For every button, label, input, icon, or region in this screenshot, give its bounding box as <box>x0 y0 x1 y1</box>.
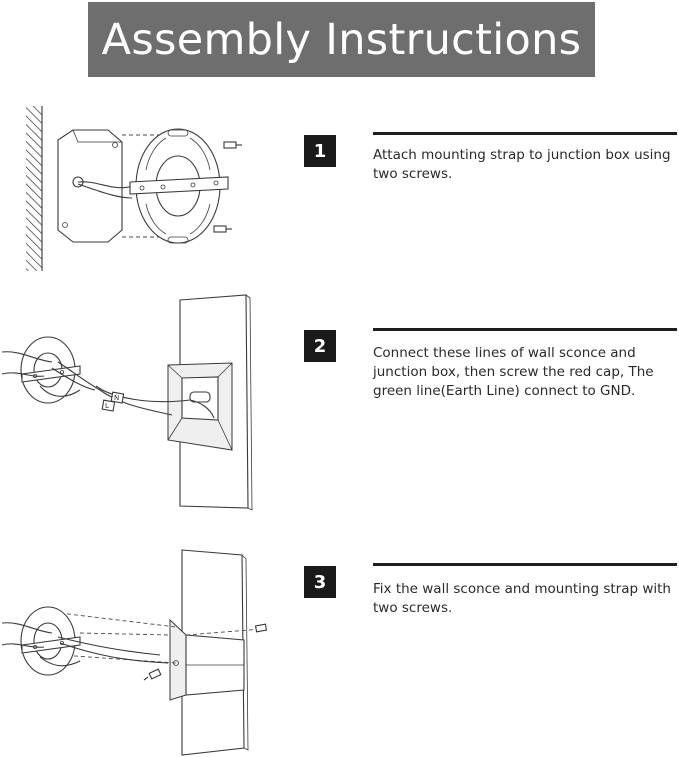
step-2-illustration: N L <box>1 294 253 511</box>
step-1-text: Attach mounting strap to junction box us… <box>373 147 671 182</box>
screw-bottom <box>143 668 162 681</box>
screw-top <box>223 141 242 149</box>
step-3-number: 3 <box>304 566 336 598</box>
step-2-divider <box>373 328 677 331</box>
step-2-number: 2 <box>304 330 336 362</box>
wire-n-text: N <box>114 394 119 402</box>
step-1-divider <box>373 132 677 135</box>
step-3-divider <box>373 563 677 566</box>
wire-label-n: N <box>110 391 125 404</box>
title-banner: Assembly Instructions <box>88 2 595 77</box>
wire-label-l: L <box>101 399 116 412</box>
wire-l-text: L <box>105 402 109 410</box>
junction-mount-plate <box>20 336 81 404</box>
step-3-text: Fix the wall sconce and mounting strap w… <box>373 581 671 616</box>
step-1-number: 1 <box>304 135 336 167</box>
wall-hatch <box>26 106 42 271</box>
page-title: Assembly Instructions <box>101 14 582 65</box>
screw-bottom <box>213 225 232 233</box>
step-1-illustration <box>26 106 242 271</box>
sconce-bracket <box>169 618 245 701</box>
sconce-bracket <box>167 362 233 451</box>
screw-right <box>254 623 268 633</box>
junction-mount-plate <box>20 606 81 676</box>
step-3-illustration <box>1 549 268 756</box>
mounting-strap <box>129 176 229 195</box>
junction-box <box>57 129 123 243</box>
step-2-text: Connect these lines of wall sconce and j… <box>373 345 654 399</box>
